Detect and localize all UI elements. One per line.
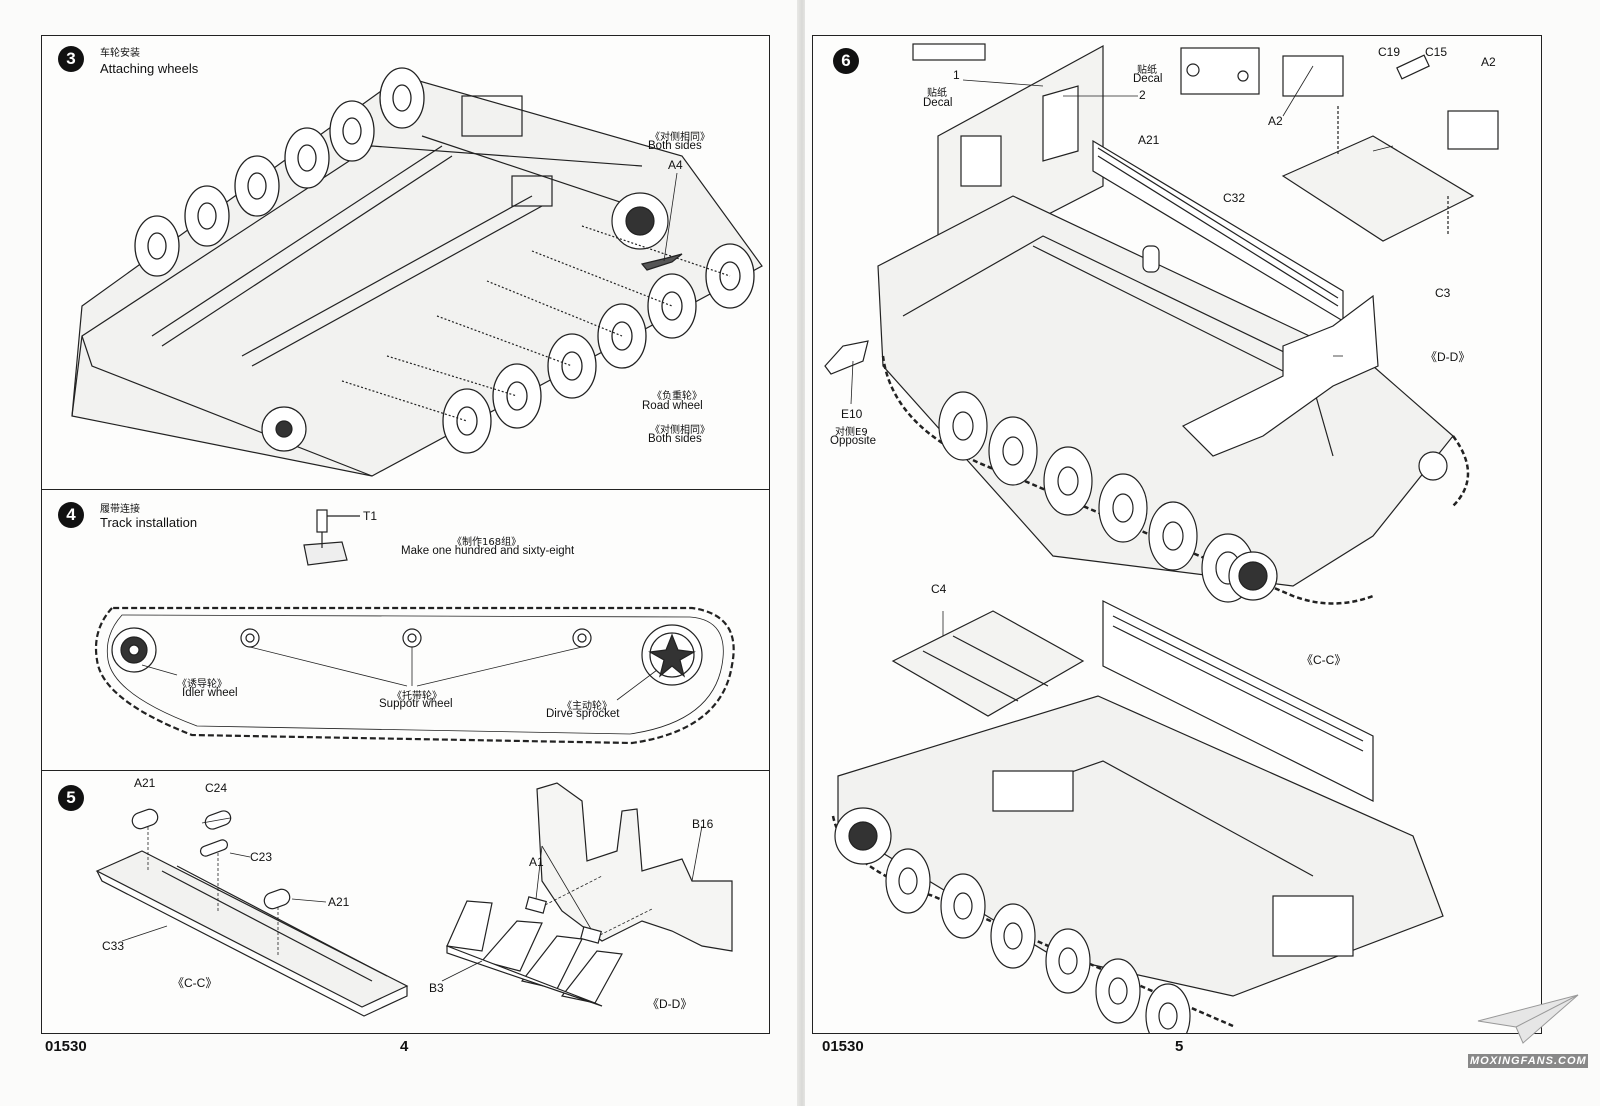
- watermark-text: MOXINGFANS.COM: [1468, 1054, 1588, 1068]
- decal-1-cn: 贴纸: [927, 88, 947, 99]
- part-label-c4: C4: [931, 582, 947, 596]
- decal-2-en: Decal: [1133, 73, 1163, 85]
- part-label-a21: A21: [1138, 133, 1160, 147]
- road-wheel-cn: 《负重轮》: [652, 391, 702, 402]
- step-5-panel: 5 A21 C24 C23 A21 C33 《C-C》 B16 A1 B3 《D…: [41, 770, 770, 1034]
- page-gutter: [797, 0, 807, 1106]
- view-label-d-d: 《D-D》: [647, 997, 693, 1011]
- step-title-en: Track installation: [100, 515, 198, 530]
- part-label-a21: A21: [328, 895, 350, 909]
- paper-plane-icon: [1477, 994, 1579, 1044]
- part-label-a4: A4: [668, 158, 683, 172]
- site-watermark: MOXINGFANS.COM: [1468, 991, 1588, 1068]
- track-installation-drawing: [94, 509, 735, 745]
- part-label-c3: C3: [1435, 286, 1451, 300]
- part-label-e10: E10: [841, 407, 863, 421]
- product-code: 01530: [45, 1038, 87, 1055]
- step-number: 3: [58, 46, 84, 72]
- drive-sprocket-en: Dirve sprocket: [546, 708, 620, 720]
- make-count-cn: 《制作168组》: [452, 537, 522, 548]
- support-wheel-en: Suppotr wheel: [379, 698, 453, 710]
- step-3-panel: 3 车轮安装 Attaching wheels 《对侧相同》 Both side…: [41, 35, 770, 491]
- step-title-cn: 车轮安装: [100, 48, 140, 59]
- opposite-part-cn: 对侧E9: [835, 427, 868, 438]
- part-label-c32: C32: [1223, 191, 1246, 205]
- step-4-panel: 4 履带连接 Track installation T1 《制作168组》 Ma…: [41, 489, 770, 772]
- decal-2-number: 2: [1139, 88, 1146, 102]
- attaching-wheels-drawing: [71, 67, 763, 477]
- step-number: 6: [833, 48, 859, 74]
- step-6-panel: 6 贴纸 Decal 1 贴纸 Decal 2 A21 C32 C19 C15 …: [812, 35, 1542, 1034]
- both-sides-note-en: Both sides: [648, 433, 702, 445]
- support-wheel-cn: 《托带轮》: [392, 691, 442, 702]
- both-sides-note-cn: 《对侧相同》: [650, 425, 710, 436]
- part-label-b16: B16: [692, 817, 714, 831]
- decal-2-cn: 贴纸: [1137, 65, 1157, 76]
- part-label-a1: A1: [529, 855, 544, 869]
- part-label-a21: A21: [134, 776, 156, 790]
- part-label-c33: C33: [102, 939, 125, 953]
- step-title-en: Attaching wheels: [100, 61, 199, 76]
- part-label-c24: C24: [205, 781, 228, 795]
- view-label-c-c: 《C-C》: [1301, 653, 1347, 667]
- step-6-drawing: [824, 43, 1499, 1033]
- part-label-c15: C15: [1425, 45, 1448, 59]
- page-number: 4: [400, 1038, 409, 1055]
- decal-1-number: 1: [953, 68, 960, 82]
- part-label-c23: C23: [250, 850, 273, 864]
- part-label-c19: C19: [1378, 45, 1401, 59]
- view-label-d-d: 《D-D》: [1425, 350, 1471, 364]
- idler-wheel-en: Idler wheel: [182, 687, 238, 699]
- product-code: 01530: [822, 1038, 864, 1055]
- part-label-a2: A2: [1268, 114, 1283, 128]
- both-sides-note-cn: 《对侧相同》: [650, 132, 710, 143]
- opposite-part-en: Opposite: [830, 435, 877, 447]
- drive-sprocket-cn: 《主动轮》: [562, 701, 612, 712]
- part-label-t1: T1: [363, 509, 378, 523]
- view-label-c-c: 《C-C》: [172, 976, 218, 990]
- decal-1-en: Decal: [923, 97, 953, 109]
- step-title-cn: 履带连接: [100, 504, 140, 515]
- step-5-drawing: [95, 782, 733, 1017]
- page-number: 5: [1175, 1038, 1184, 1055]
- step-number: 5: [58, 785, 84, 811]
- road-wheel-en: Road wheel: [642, 400, 703, 412]
- part-label-a2: A2: [1481, 55, 1496, 69]
- idler-wheel-cn: 《诱导轮》: [177, 679, 227, 690]
- both-sides-note-en: Both sides: [648, 140, 702, 152]
- part-label-b3: B3: [429, 981, 444, 995]
- step-number: 4: [58, 502, 84, 528]
- make-count-en: Make one hundred and sixty-eight: [401, 545, 575, 557]
